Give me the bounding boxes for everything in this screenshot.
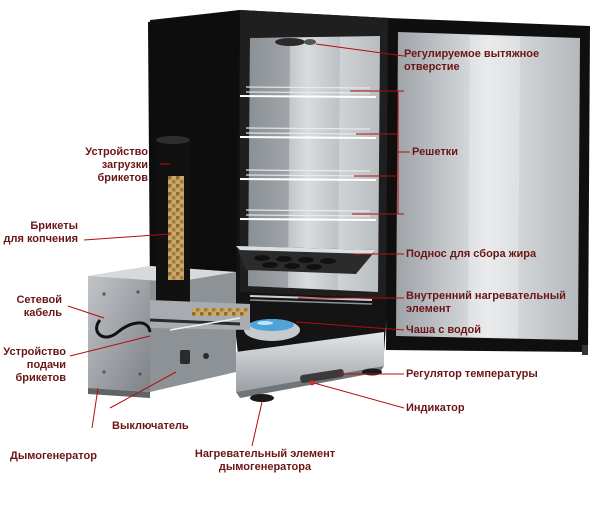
briquettes-stack [168,176,184,280]
feeder-label: Устройство подачи брикетов [3,346,66,385]
rack [239,127,377,139]
generator-heater-label-line2: дымогенератора [218,461,312,473]
indicator-light-icon [309,380,315,386]
switch-label: Выключатель [112,420,189,432]
vent-label: Регулируемое вытяжное отверстие [404,48,539,74]
generator-heater-label: Нагревательный элемент дымогенератора [190,448,340,474]
leader-lines [67,43,410,447]
smoke-generator [88,266,236,398]
racks [239,86,377,221]
rack [239,209,377,221]
thermostat-knob-icon [300,369,344,383]
power-cable-label-line1: Сетевой [16,294,62,306]
thermostat-label: Регулятор температуры [406,368,538,380]
feeder-label-line1: Устройство [3,346,66,358]
loader-label-line2: загрузки [101,159,148,171]
inner-heater-label-line2: элемент [406,303,451,315]
vent-label-line2: отверстие [404,61,460,73]
loader-label-line3: брикетов [97,172,148,184]
racks-label: Решетки [412,146,458,158]
door [386,18,590,355]
loader-label-line1: Устройство [85,146,148,158]
inner-heater-label-line1: Внутренний нагревательный [406,290,566,302]
briquettes-label-line2: для копчения [3,233,79,245]
power-cable [95,319,152,339]
smoke-generator-label: Дымогенератор [10,450,97,462]
power-cable-label-line2: кабель [23,307,62,319]
rack [239,86,377,98]
vent-label-line1: Регулируемое вытяжное [404,48,540,60]
briquette-loader [156,136,190,320]
drip-tray [236,246,376,274]
generator-heater-label-line1: Нагревательный элемент [194,448,336,460]
briquette-feeder [149,300,250,331]
rack [239,169,377,181]
vent-icon [275,38,305,46]
briquettes-label: Брикеты для копчения [4,220,79,246]
water-bowl [244,319,300,341]
loader-label: Устройство загрузки брикетов [85,146,148,185]
feeder-label-line3: брикетов [15,372,66,384]
power-cable-label: Сетевой кабель [16,294,62,320]
feeder-label-line2: подачи [26,359,66,371]
interior-chamber [248,36,380,292]
briquettes-label-line1: Брикеты [30,220,78,232]
drip-tray-label: Поднос для сбора жира [406,248,537,260]
water-bowl-label: Чаша с водой [406,324,482,336]
switch-icon [180,350,190,364]
indicator-label: Индикатор [406,402,465,414]
inner-heater-label: Внутренний нагревательный элемент [406,290,566,316]
